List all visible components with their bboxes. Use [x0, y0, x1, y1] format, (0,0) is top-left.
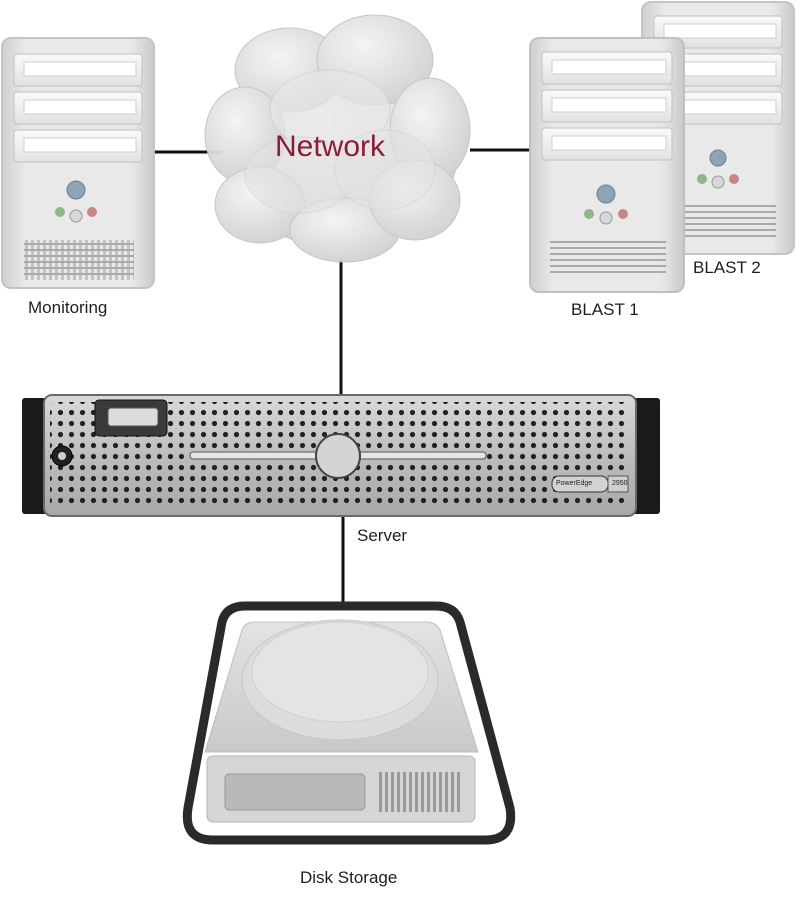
blast1-tower-icon	[529, 37, 685, 293]
disk-drive-icon	[182, 601, 516, 845]
server-brand-label: PowerEdge	[556, 480, 593, 487]
monitoring-tower-icon	[1, 37, 155, 289]
disk-storage-label: Disk Storage	[300, 868, 398, 887]
server-rack-icon	[22, 394, 660, 517]
server-model-label: 2950	[612, 480, 628, 487]
network-cloud-icon	[204, 14, 471, 263]
network-label: Network	[275, 130, 386, 163]
blast2-label: BLAST 2	[693, 258, 761, 277]
monitoring-label: Monitoring	[28, 298, 108, 317]
blast1-label: BLAST 1	[571, 300, 639, 319]
server-label: Server	[357, 526, 408, 545]
